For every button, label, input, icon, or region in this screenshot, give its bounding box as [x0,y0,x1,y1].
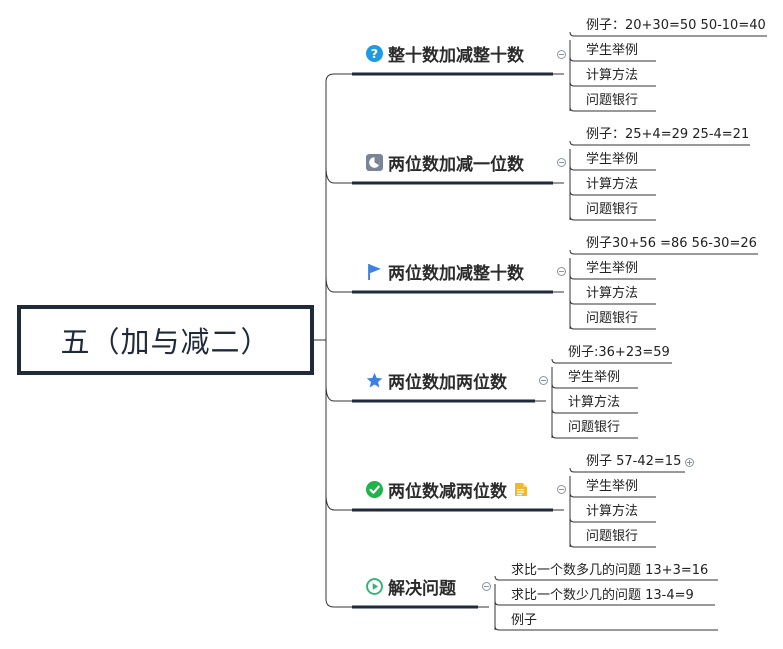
expand-toggle-5-1[interactable] [685,458,694,467]
topic-4[interactable]: 两位数加两位数 [366,367,507,393]
leaf-2-3[interactable]: 计算方法 [586,177,639,192]
root-topic-label: 五（加与减二） [60,325,271,359]
leaf-3-3[interactable]: 计算方法 [586,286,639,301]
collapse-toggle-2[interactable] [557,158,566,167]
collapse-toggle-5[interactable] [557,485,566,494]
leaf-3-1[interactable]: 例子30+56 =86 56-30=26 [586,236,757,251]
leaf-6-1[interactable]: 求比一个数多几的问题 13+3=16 [511,563,709,578]
leaf-5-3[interactable]: 计算方法 [586,504,639,519]
leaf-2-1[interactable]: 例子：25+4=29 25-4=21 [586,127,750,142]
leaf-1-1[interactable]: 例子：20+30=50 50-10=40 [586,18,766,33]
check-circle-icon [366,480,383,498]
topic-3[interactable]: 两位数加减整十数 [366,258,524,284]
leaf-2-4[interactable]: 问题银行 [586,202,639,217]
leaf-6-3[interactable]: 例子 [511,613,538,628]
flag-icon [368,263,381,280]
leaf-2-2[interactable]: 学生举例 [586,152,639,167]
leaf-4-2[interactable]: 学生举例 [568,370,621,385]
pie-chart-icon [366,153,383,171]
leaf-3-2[interactable]: 学生举例 [586,261,639,276]
topic-6-label: 解决问题 [388,578,456,599]
collapse-toggle-6[interactable] [482,582,491,591]
leaf-1-4[interactable]: 问题银行 [586,93,639,108]
collapse-toggle-1[interactable] [557,50,566,59]
leaf-5-4[interactable]: 问题银行 [586,529,639,544]
root-topic[interactable]: 五（加与减二） [17,305,314,375]
play-circle-icon [366,577,383,595]
topic-3-label: 两位数加减整十数 [388,263,524,284]
topic-1-label: 整十数加减整十数 [388,45,524,66]
leaf-1-3[interactable]: 计算方法 [586,68,639,83]
question-icon: ? [366,44,383,62]
leaf-4-4[interactable]: 问题银行 [568,420,621,435]
note-icon[interactable] [514,482,528,497]
leaf-6-2[interactable]: 求比一个数少几的问题 13-4=9 [511,588,694,603]
leaf-4-3[interactable]: 计算方法 [568,395,621,410]
collapse-toggle-3[interactable] [557,267,566,276]
topic-6[interactable]: 解决问题 [366,573,456,599]
topic-1[interactable]: ? 整十数加减整十数 [366,40,524,66]
topic-2-label: 两位数加减一位数 [388,154,524,175]
leaf-1-2[interactable]: 学生举例 [586,43,639,58]
leaf-5-1[interactable]: 例子 57-42=15 [586,454,682,469]
star-icon [366,372,383,388]
topic-5-label: 两位数减两位数 [388,481,507,502]
topic-5[interactable]: 两位数减两位数 [366,476,528,502]
leaf-3-4[interactable]: 问题银行 [586,311,639,326]
topic-2[interactable]: 两位数加减一位数 [366,149,524,175]
leaf-4-1[interactable]: 例子:36+23=59 [568,345,670,360]
svg-text:?: ? [371,47,378,62]
leaf-5-2[interactable]: 学生举例 [586,479,639,494]
collapse-toggle-4[interactable] [539,376,548,385]
topic-4-label: 两位数加两位数 [388,372,507,393]
